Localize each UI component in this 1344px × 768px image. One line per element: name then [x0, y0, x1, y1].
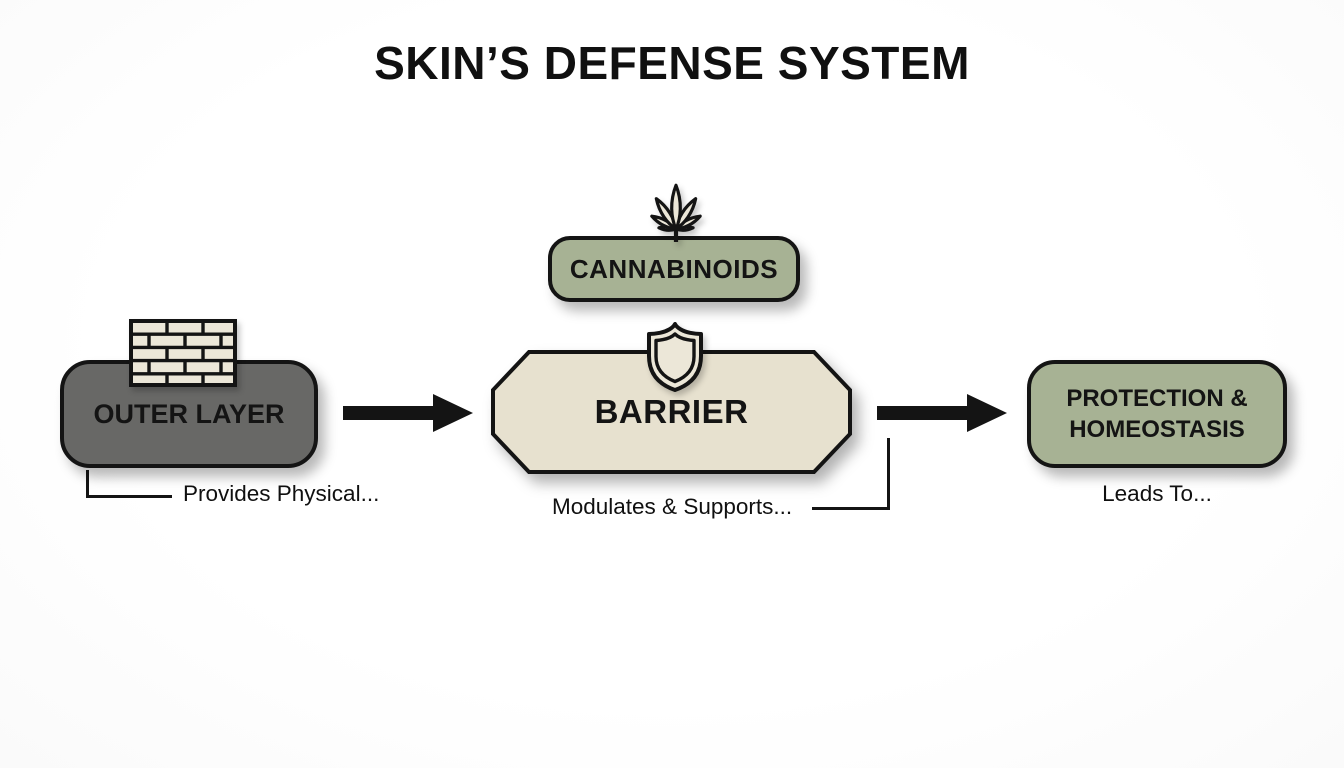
- node-barrier: [491, 350, 852, 474]
- caption-barrier: Modulates & Supports...: [552, 494, 793, 519]
- connector-barrier-vertical: [887, 438, 890, 510]
- arrow-right-icon: [877, 394, 1007, 437]
- brick-wall-icon: [129, 319, 237, 392]
- connector-outer-layer-vertical: [86, 470, 89, 498]
- cannabis-leaf-icon: [638, 181, 714, 250]
- caption-protection: Leads To...: [1102, 481, 1212, 506]
- node-protection-homeostasis: PROTECTION & HOMEOSTASIS: [1027, 360, 1287, 468]
- diagram-title: SKIN’S DEFENSE SYSTEM: [374, 37, 970, 89]
- shield-icon: [645, 320, 705, 399]
- connector-outer-layer-horizontal: [86, 495, 172, 498]
- caption-outer-layer: Provides Physical...: [183, 481, 380, 506]
- node-outer-layer-label: OUTER LAYER: [93, 398, 285, 429]
- node-cannabinoids: CANNABINOIDS: [548, 236, 800, 302]
- node-barrier-label: BARRIER: [594, 393, 749, 430]
- node-protection-homeostasis-label: PROTECTION & HOMEOSTASIS: [1066, 384, 1248, 443]
- node-cannabinoids-label: CANNABINOIDS: [569, 253, 779, 284]
- arrow-right-icon: [343, 394, 473, 437]
- connector-barrier-horizontal: [812, 507, 890, 510]
